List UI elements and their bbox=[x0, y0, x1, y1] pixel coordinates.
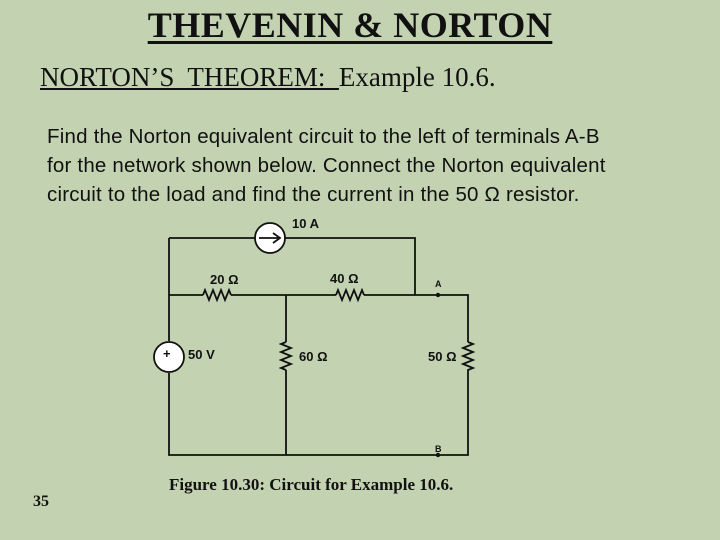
resistor-20 bbox=[202, 287, 232, 303]
problem-statement: Find the Norton equivalent circuit to th… bbox=[47, 122, 697, 209]
terminal-a-label: A bbox=[435, 279, 442, 289]
slide-subtitle: NORTON’S THEOREM: Example 10.6. bbox=[40, 62, 496, 93]
terminal-b-label: B bbox=[435, 444, 442, 454]
current-source-arrow bbox=[259, 232, 282, 244]
problem-line-1: Find the Norton equivalent circuit to th… bbox=[47, 125, 600, 148]
slide-title: THEVENIN & NORTON bbox=[147, 5, 553, 45]
r1-label: 20 Ω bbox=[210, 272, 239, 287]
page-number: 35 bbox=[33, 493, 49, 510]
current-source-label: 10 A bbox=[292, 216, 320, 231]
terminal-b-dot bbox=[435, 452, 441, 458]
voltage-source-symbol bbox=[153, 341, 185, 373]
voltage-polarity-label: + bbox=[163, 346, 171, 361]
problem-line-2: for the network shown below. Connect the… bbox=[47, 154, 606, 177]
r-load-label: 50 Ω bbox=[428, 349, 457, 364]
r3-label: 60 Ω bbox=[299, 349, 328, 364]
resistor-50 bbox=[460, 341, 476, 375]
subtitle-rest: Example 10.6. bbox=[338, 62, 496, 92]
subtitle-underlined: NORTON’S THEOREM: bbox=[40, 62, 339, 92]
left-wire bbox=[168, 238, 469, 456]
problem-line-3: circuit to the load and find the current… bbox=[47, 183, 580, 206]
top-wire bbox=[169, 237, 416, 295]
middle-wire bbox=[169, 294, 469, 342]
figure-caption: Figure 10.30: Circuit for Example 10.6. bbox=[169, 475, 454, 494]
resistor-60 bbox=[278, 341, 294, 371]
r2-label: 40 Ω bbox=[330, 271, 359, 286]
terminal-a-dot bbox=[435, 292, 441, 298]
resistor-40 bbox=[335, 287, 365, 303]
voltage-source-label: 50 V bbox=[188, 347, 215, 362]
